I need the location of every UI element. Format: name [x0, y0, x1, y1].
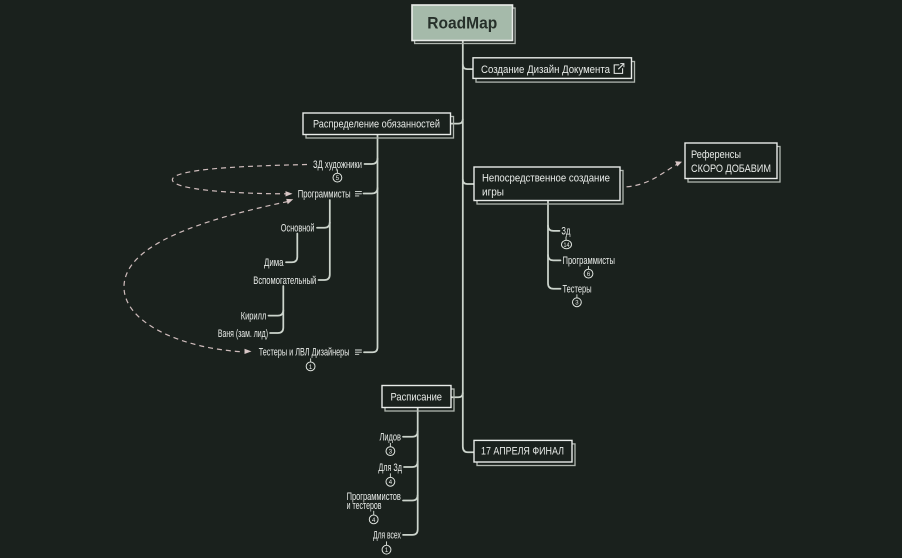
svg-text:Дима: Дима: [264, 257, 284, 269]
svg-text:4: 4: [389, 480, 393, 486]
svg-text:Распределение обязанностей: Распределение обязанностей: [313, 119, 440, 131]
svg-text:6: 6: [587, 272, 591, 278]
svg-text:ЗД художники: ЗД художники: [313, 159, 362, 171]
svg-text:игры: игры: [482, 186, 504, 198]
svg-text:3: 3: [389, 450, 393, 456]
svg-text:Ваня (зам. лид): Ваня (зам. лид): [218, 328, 268, 340]
svg-text:Расписание: Расписание: [391, 392, 443, 404]
svg-text:Референсы: Референсы: [691, 149, 741, 161]
svg-text:Вспомогательный: Вспомогательный: [253, 275, 316, 287]
svg-text:5: 5: [336, 176, 340, 182]
svg-text:Зд: Зд: [561, 226, 570, 238]
svg-text:Программистов: Программистов: [347, 491, 401, 503]
svg-text:1: 1: [309, 365, 313, 371]
svg-text:СКОРО ДОБАВИМ: СКОРО ДОБАВИМ: [691, 163, 771, 175]
svg-text:3: 3: [575, 301, 579, 307]
svg-text:Программисты: Программисты: [298, 188, 351, 200]
svg-text:Лидов: Лидов: [380, 432, 402, 444]
svg-text:Кирилл: Кирилл: [241, 310, 267, 322]
svg-text:Программисты: Программисты: [563, 255, 615, 267]
svg-text:Основной: Основной: [281, 223, 315, 235]
svg-text:и тестеров: и тестеров: [347, 500, 382, 512]
svg-text:17 АПРЕЛЯ ФИНАЛ: 17 АПРЕЛЯ ФИНАЛ: [481, 446, 564, 458]
svg-text:Тестеры и ЛВЛ Дизайнеры: Тестеры и ЛВЛ Дизайнеры: [259, 347, 350, 359]
svg-text:1: 1: [385, 548, 389, 554]
svg-text:Создание Дизайн Документа: Создание Дизайн Документа: [481, 64, 611, 76]
svg-text:14: 14: [564, 243, 571, 249]
svg-text:Для всех: Для всех: [373, 530, 401, 542]
svg-text:Тестеры: Тестеры: [563, 284, 592, 296]
svg-text:Для Зд: Для Зд: [378, 462, 402, 474]
svg-text:Непосредственное создание: Непосредственное создание: [482, 172, 610, 184]
svg-text:RoadMap: RoadMap: [427, 15, 497, 33]
svg-text:4: 4: [372, 518, 376, 524]
